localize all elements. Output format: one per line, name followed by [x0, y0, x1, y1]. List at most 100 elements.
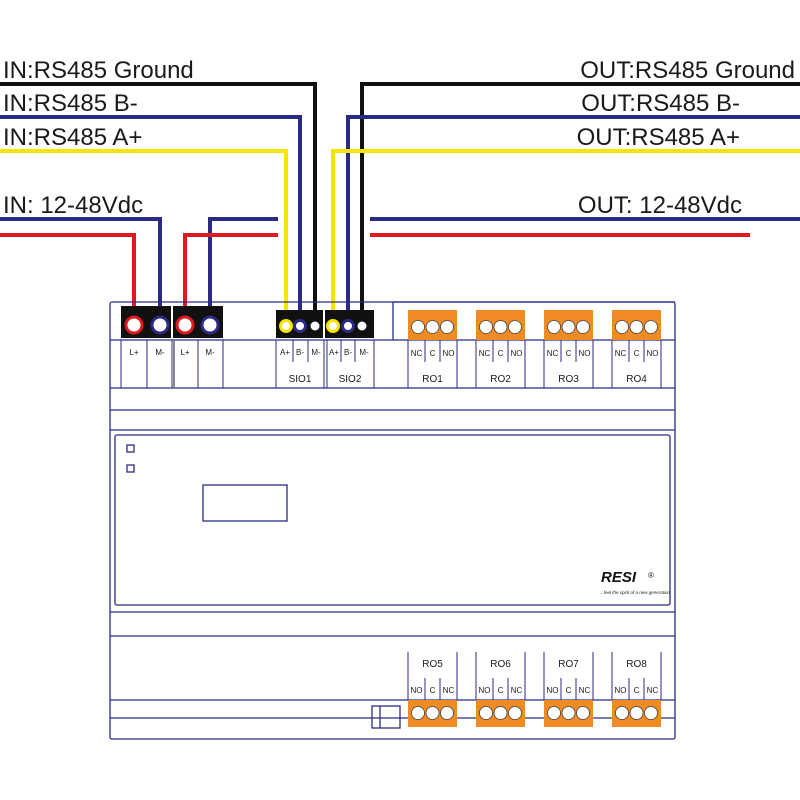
relay-terminal-screw[interactable] — [561, 320, 576, 334]
relay-label: RO5 — [422, 659, 443, 670]
relay-terminal-screw[interactable] — [411, 706, 425, 720]
relay-label: RO4 — [626, 374, 647, 385]
in-b-label: IN:RS485 B- — [3, 90, 138, 117]
relay-pin-label: NC — [411, 349, 423, 358]
relay-terminal-screw[interactable] — [615, 706, 629, 720]
power-out-m-minus-terminal[interactable] — [200, 315, 220, 335]
relay-terminal-screw[interactable] — [644, 706, 658, 720]
power-in-m-minus-terminal[interactable] — [150, 315, 170, 335]
relay-terminal-screw[interactable] — [547, 320, 561, 334]
relay-pin-label: C — [498, 349, 504, 358]
relay-terminal-screw[interactable] — [615, 320, 629, 334]
in-positive-wire — [0, 233, 136, 325]
power-pin-label: L+ — [129, 348, 138, 357]
relay-pin-label: NC — [479, 349, 491, 358]
relay-pin-label: C — [634, 686, 640, 695]
relay-terminal-screw[interactable] — [629, 706, 644, 720]
relay-pin-label: NO — [547, 686, 559, 695]
sio2-label: SIO2 — [339, 374, 362, 385]
relay-terminal-screw[interactable] — [479, 706, 493, 720]
relay-pin-label: C — [566, 349, 572, 358]
relay-terminal-screw[interactable] — [479, 320, 493, 334]
relay-pin-label: NC — [579, 686, 591, 695]
in-a-wire — [0, 149, 288, 325]
relay-pin-label: C — [430, 349, 436, 358]
out-power-label: OUT: 12-48Vdc — [578, 192, 742, 219]
relay-terminal-screw[interactable] — [508, 706, 522, 720]
sio2-a-plus-terminal[interactable] — [326, 319, 340, 333]
front-panel — [114, 434, 671, 606]
sio1-ground-terminal[interactable] — [308, 319, 322, 333]
relay-terminal-screw[interactable] — [629, 320, 644, 334]
relay-terminal-screw[interactable] — [644, 320, 658, 334]
sio-pin-label: M- — [311, 348, 321, 357]
relay-terminal-screw[interactable] — [576, 706, 590, 720]
out-a-label: OUT:RS485 A+ — [577, 124, 740, 151]
relay-pin-label: C — [498, 686, 504, 695]
resi-logo: RESI ® ...feel the spirit of a new gener… — [600, 569, 671, 595]
relay-pin-label: NO — [479, 686, 491, 695]
relay-terminal-screw[interactable] — [576, 320, 590, 334]
relay-pin-label: NC — [511, 686, 523, 695]
power-in-l-plus-terminal[interactable] — [124, 315, 144, 335]
sio-terminal-block: A+ B- M- A+ B- M- SIO1 SIO2 — [275, 310, 375, 388]
relay-pin-label: NO — [647, 349, 659, 358]
sio2-b-minus-terminal[interactable] — [341, 319, 355, 333]
relay-label: RO2 — [490, 374, 511, 385]
out-ground-label: OUT:RS485 Ground — [580, 57, 795, 84]
power-terminal-block: L+ M- L+ M- — [120, 306, 224, 388]
power-pin-label: M- — [205, 348, 215, 357]
in-ground-label: IN:RS485 Ground — [3, 57, 194, 84]
relay-terminal-screw[interactable] — [411, 320, 425, 334]
in-negative-wire — [0, 217, 162, 325]
power-pin-label: L+ — [180, 348, 189, 357]
in-power-label: IN: 12-48Vdc — [3, 192, 143, 219]
relay-pin-label: NC — [547, 349, 559, 358]
sio-pin-label: B- — [344, 348, 352, 357]
relay-pin-label: NO — [615, 686, 627, 695]
out-b-wire — [346, 115, 800, 325]
sio-pin-label: A+ — [280, 348, 290, 357]
in-b-wire — [0, 115, 302, 325]
sio-pin-label: B- — [296, 348, 304, 357]
in-a-label: IN:RS485 A+ — [3, 124, 142, 151]
brand-logo: RESI — [601, 569, 637, 586]
sio1-b-minus-terminal[interactable] — [293, 319, 307, 333]
device-housing — [109, 301, 676, 740]
in-ground-wire — [0, 82, 317, 325]
relay-pin-label: NO — [411, 686, 423, 695]
power-pin-label: M- — [155, 348, 165, 357]
sio2-ground-terminal[interactable] — [355, 319, 369, 333]
relay-pin-label: NC — [443, 686, 455, 695]
relay-terminal-screw[interactable] — [547, 706, 561, 720]
relay-pin-label: C — [634, 349, 640, 358]
relay-terminal-screw[interactable] — [561, 706, 576, 720]
relay-terminal-screw[interactable] — [440, 706, 454, 720]
brand-tagline: ...feel the spirit of a new generation — [600, 590, 671, 595]
relay-label: RO6 — [490, 659, 511, 670]
relay-terminal-screw[interactable] — [440, 320, 454, 334]
bridge-negative-wire — [208, 217, 278, 325]
relay-pin-label: C — [566, 686, 572, 695]
sio1-a-plus-terminal[interactable] — [279, 319, 293, 333]
out-a-wire — [331, 149, 800, 325]
wire-labels: IN:RS485 Ground IN:RS485 B- IN:RS485 A+ … — [3, 57, 795, 219]
sio-pin-label: A+ — [329, 348, 339, 357]
power-out-l-plus-terminal[interactable] — [175, 315, 195, 335]
relay-terminal-screw[interactable] — [425, 320, 440, 334]
relay-terminal-screw[interactable] — [508, 320, 522, 334]
relay-terminal-screw[interactable] — [493, 706, 508, 720]
wires — [0, 82, 800, 325]
relay-terminal-screw[interactable] — [425, 706, 440, 720]
relay-terminal-screw[interactable] — [493, 320, 508, 334]
